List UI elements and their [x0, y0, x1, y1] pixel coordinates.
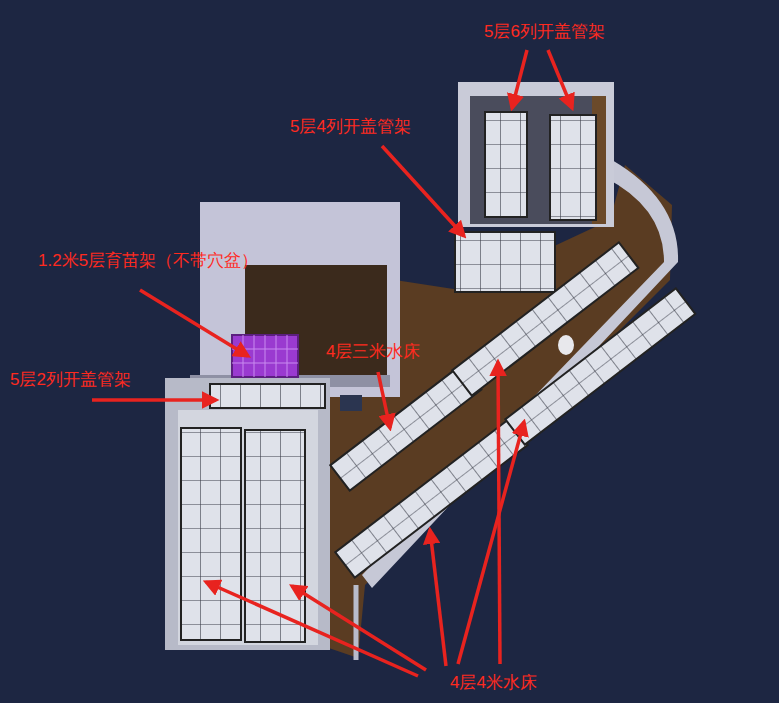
callout-label: 5层6列开盖管架 [484, 22, 605, 42]
callout-label: 5层2列开盖管架 [10, 370, 131, 390]
callout-label: 1.2米5层育苗架（不带穴盆） [38, 251, 258, 271]
callout-label: 5层4列开盖管架 [290, 117, 411, 137]
callout-label: 4层4米水床 [450, 673, 537, 693]
callout-label: 4层三米水床 [326, 342, 420, 362]
